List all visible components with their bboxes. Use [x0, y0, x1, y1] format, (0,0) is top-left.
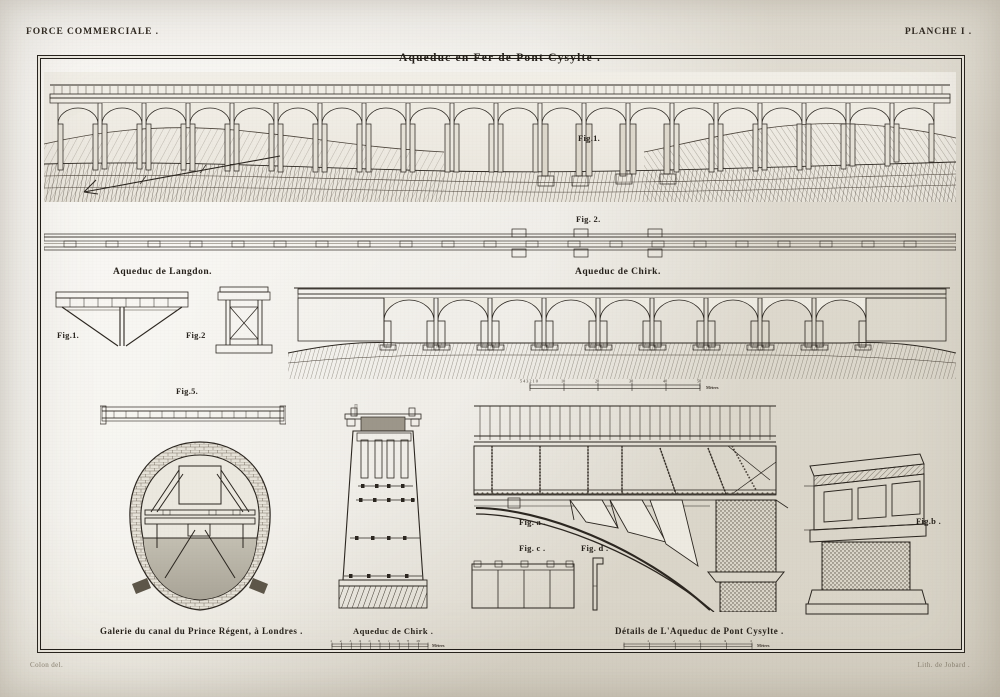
- figure-5-truss: [100, 405, 286, 425]
- scale-tick-10: 10: [561, 379, 565, 384]
- caption-langdon: Aqueduc de Langdon.: [113, 267, 212, 277]
- caption-details: Détails de L'Aqueduc de Pont Cysylte .: [615, 626, 784, 636]
- credit-printer: Lith. de Jobard .: [917, 661, 970, 669]
- pier-scale-tick-5: 5: [368, 640, 370, 643]
- scale-tick-50: 50: [697, 379, 701, 384]
- header-plate-number: PLANCHE I .: [904, 27, 972, 37]
- details-scale-tick-1: 1: [647, 640, 649, 643]
- fig-label-detail-b: Fig.b .: [916, 516, 942, 526]
- plate-border: [40, 58, 962, 650]
- pier-scale-tick-4: 4: [359, 640, 362, 643]
- fig-label-langdon-1: Fig.1.: [57, 330, 80, 340]
- fig-label-5: Fig.5.: [176, 386, 199, 396]
- details-scale-tick-4: 4: [724, 640, 727, 643]
- pier-scale-tick-2: 2: [340, 640, 342, 643]
- scale-bar-details: 1 2 3 4 5 Mètres: [623, 640, 770, 649]
- fig-label-top-elevation: Fig.1.: [578, 133, 601, 143]
- scale-tick-30: 30: [629, 379, 633, 384]
- details-scale-tick-2: 2: [673, 640, 675, 643]
- details-scale-unit: Mètres: [757, 643, 770, 648]
- caption-chirk-pier: Aqueduc de Chirk .: [353, 626, 434, 636]
- pier-scale-tick-7: 7: [388, 640, 390, 643]
- fig-label-detail-d: Fig. d .: [581, 543, 609, 553]
- figure-plan-strip: [44, 228, 956, 258]
- scale-unit: Mètres: [706, 385, 719, 390]
- header-left-title: FORCE COMMERCIALE .: [26, 27, 159, 37]
- figure-detail-c: [471, 560, 575, 609]
- details-scale-tick-5: 5: [750, 640, 752, 643]
- fig-label-detail-a: Fig. a .: [519, 517, 546, 527]
- pier-scale-tick-1: 1: [330, 640, 332, 643]
- figure-langdon-fig1: [55, 291, 189, 347]
- figure-chirk-pier: [338, 404, 428, 609]
- figure-tunnel-section: [129, 441, 271, 611]
- pier-scale-unit: Mètres: [432, 643, 445, 648]
- pier-scale-tick-8: 8: [397, 640, 399, 643]
- details-scale-tick-3: 3: [699, 640, 701, 643]
- scale-bar-chirk-pier: 1 2 3 4 5 6 7 8 9 10 Mètres: [330, 640, 445, 649]
- credit-artist: Colon del.: [30, 661, 64, 669]
- caption-chirk-elevation: Aqueduc de Chirk.: [575, 267, 661, 277]
- figure-top-elevation: [44, 72, 956, 202]
- figure-detail-b: [804, 453, 929, 615]
- plate-title: Aqueduc en Fer de Pont Cysylte .: [398, 52, 602, 64]
- figure-detail-a: [473, 405, 789, 612]
- pier-scale-tick-6: 6: [378, 640, 380, 643]
- scale-tick-40: 40: [663, 379, 667, 384]
- pier-scale-tick-3: 3: [349, 640, 351, 643]
- figure-chirk-elevation: [288, 287, 956, 379]
- figure-detail-d: [592, 557, 604, 611]
- scale-bar-chirk: 5 4 3 2 1 0 10 20 30 40 50 Mètres: [520, 379, 719, 391]
- caption-tunnel: Galerie du canal du Prince Régent, à Lon…: [100, 626, 303, 636]
- pier-scale-tick-9: 9: [407, 640, 409, 643]
- pier-scale-tick-10: 10: [416, 640, 420, 643]
- fig-label-plan-strip: Fig. 2.: [576, 214, 601, 224]
- scale-tick-20: 20: [595, 379, 599, 384]
- fig-label-langdon-2: Fig.2: [186, 330, 206, 340]
- scale-left-label: 5 4 3 2 1 0: [520, 379, 538, 384]
- survey-line: [83, 155, 281, 195]
- figure-langdon-fig2: [215, 286, 273, 354]
- fig-label-detail-c: Fig. c .: [519, 543, 546, 553]
